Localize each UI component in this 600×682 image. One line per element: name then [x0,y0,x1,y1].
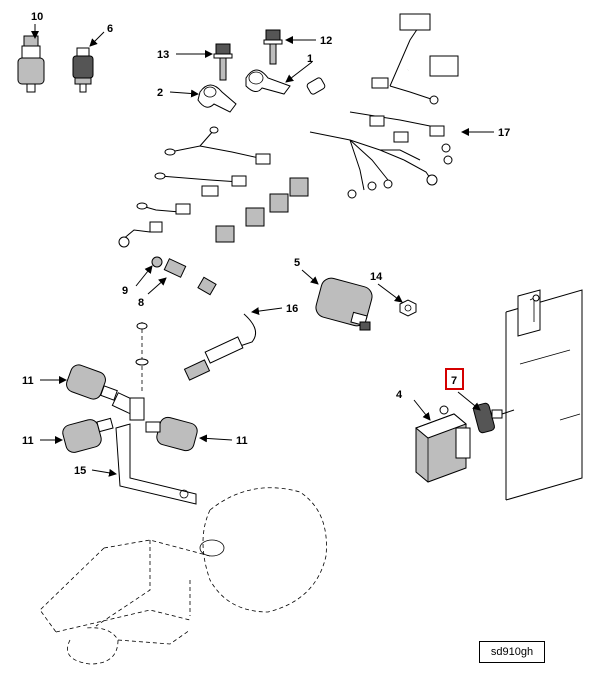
sender-9-illustration [151,256,163,268]
callout-17: 17 [498,127,510,139]
bolt-12-illustration [263,29,283,65]
part-7-illustration [473,402,515,434]
callout-5: 5 [294,257,300,269]
bracket-15-illustration [115,423,197,505]
sensor-11-left-illustration [62,417,114,453]
engine-outline-illustration [39,487,327,665]
bolt-13-illustration [213,43,233,81]
clamp-2-illustration [197,84,237,113]
sensor-10-illustration [17,35,45,93]
wiring-harness-17-illustration [118,13,459,248]
callout-12: 12 [320,35,332,47]
callout-7-highlight [445,368,464,390]
sensor-11-right-illustration [145,416,198,452]
callout-14: 14 [370,271,383,283]
relay-4-illustration [415,405,471,483]
callout-13: 13 [157,49,169,61]
callout-11-top: 11 [22,375,34,387]
sensor-11-top-illustration [66,364,118,401]
adapter-8-illustration [163,258,187,278]
mounting-plate-illustration [505,289,583,501]
callout-16: 16 [286,303,298,315]
callout-6: 6 [107,23,113,35]
sensor-6-illustration [72,47,94,93]
sensor-5-illustration [315,277,373,331]
callout-7: 7 [451,375,457,387]
callout-8: 8 [138,297,144,309]
callout-9: 9 [122,285,128,297]
tee-fitting-illustration [111,322,149,421]
callout-10: 10 [31,11,43,23]
line-16-illustration [183,272,257,381]
nut-14-illustration [399,299,417,317]
figure-id: sd910gh [479,641,545,663]
callout-11-left: 11 [22,435,34,447]
callout-15: 15 [74,465,86,477]
callout-1: 1 [307,53,313,65]
callout-4: 4 [396,389,403,401]
callout-11-right: 11 [236,435,248,447]
clamp-1-illustration [245,69,291,95]
callout-2: 2 [157,87,163,99]
